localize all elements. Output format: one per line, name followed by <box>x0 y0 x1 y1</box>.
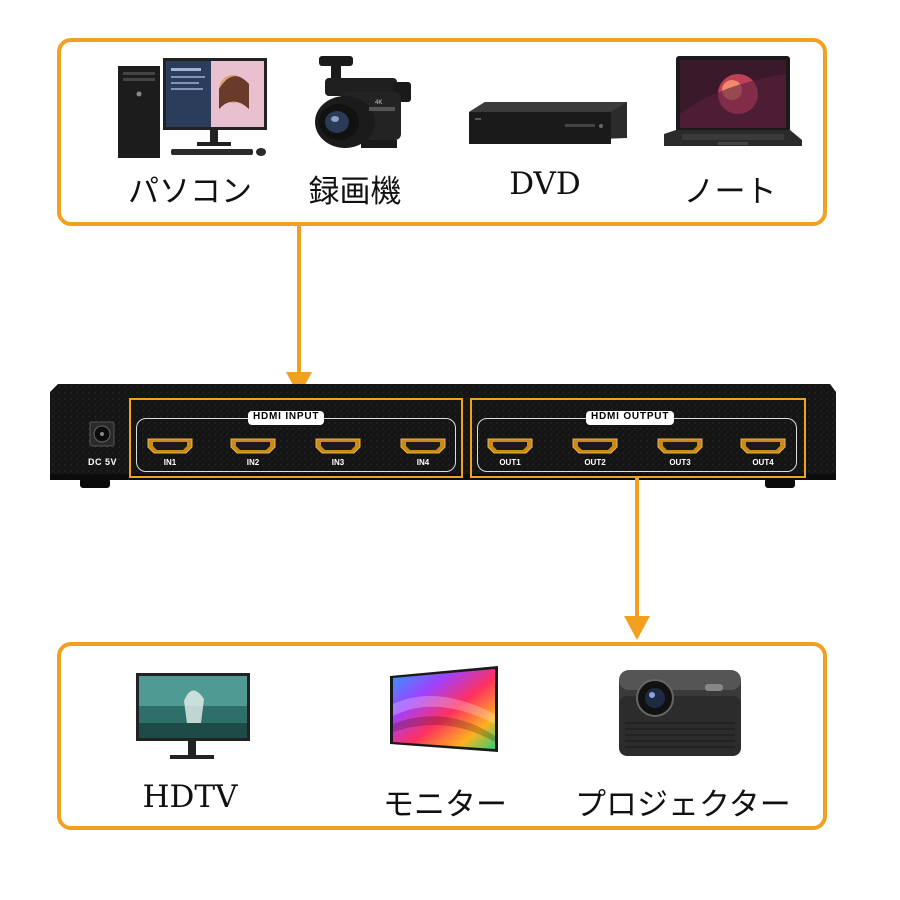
arrow-sources-to-input <box>286 224 312 396</box>
source-label: 録画機 <box>308 174 402 210</box>
hdmi-input-label: IN3 <box>331 458 345 467</box>
hdmi-port-icon <box>487 438 533 454</box>
projector-icon <box>619 670 741 756</box>
hdmi-input-port[interactable] <box>400 438 446 454</box>
source-device-dvd: DVD <box>460 50 630 210</box>
hdmi-input-port[interactable] <box>147 438 193 454</box>
monitor-icon <box>136 673 250 759</box>
dvd-player-icon <box>469 102 627 144</box>
source-label: パソコン <box>128 174 252 210</box>
hdmi-output-port[interactable] <box>657 438 703 454</box>
power-label: DC 5V <box>88 457 118 467</box>
source-device-laptop: ノート <box>650 50 810 210</box>
output-device-monitor: モニター <box>370 660 520 825</box>
hdmi-output-label: OUT3 <box>669 458 691 467</box>
source-device-pc: パソコン <box>110 50 270 210</box>
output-label: HDTV <box>142 779 238 815</box>
hdmi-input-label: IN4 <box>416 458 430 467</box>
output-label: プロジェクター <box>575 787 791 823</box>
source-label: ノート <box>683 174 777 210</box>
input-section-highlight <box>129 398 463 478</box>
hdmi-input-port[interactable] <box>315 438 361 454</box>
source-label: DVD <box>509 166 581 202</box>
power-jack[interactable] <box>89 421 115 447</box>
hdmi-input-label: IN2 <box>246 458 260 467</box>
hdmi-port-icon <box>230 438 276 454</box>
hdmi-output-port[interactable] <box>572 438 618 454</box>
hdmi-port-icon <box>315 438 361 454</box>
hdmi-port-icon <box>572 438 618 454</box>
camcorder-icon: 4K <box>315 56 411 148</box>
hdmi-port-icon <box>147 438 193 454</box>
laptop-icon <box>664 56 802 146</box>
hdmi-input-port[interactable] <box>230 438 276 454</box>
output-label: モニター <box>383 787 507 823</box>
curved-monitor-icon <box>390 666 498 752</box>
hdmi-output-port[interactable] <box>487 438 533 454</box>
arrow-output-to-displays <box>624 478 650 640</box>
output-header-label: HDMI OUTPUT <box>586 411 675 425</box>
hdmi-port-icon <box>400 438 446 454</box>
hdmi-output-label: OUT1 <box>499 458 521 467</box>
source-device-camcorder: 4K 録画機 <box>290 50 420 210</box>
output-devices-panel <box>57 642 827 830</box>
output-section-highlight <box>470 398 806 478</box>
hdmi-output-port[interactable] <box>740 438 786 454</box>
desktop-pc-icon <box>118 58 267 158</box>
source-devices-panel <box>57 38 827 226</box>
hdmi-output-label: OUT2 <box>584 458 606 467</box>
svg-text:4K: 4K <box>375 100 382 106</box>
output-device-projector: プロジェクター <box>575 660 791 825</box>
hdmi-output-label: OUT4 <box>752 458 774 467</box>
input-header-label: HDMI INPUT <box>248 411 325 425</box>
output-device-hdtv: HDTV <box>120 665 260 825</box>
hdmi-port-icon <box>740 438 786 454</box>
hdmi-port-icon <box>657 438 703 454</box>
hdmi-input-label: IN1 <box>163 458 177 467</box>
